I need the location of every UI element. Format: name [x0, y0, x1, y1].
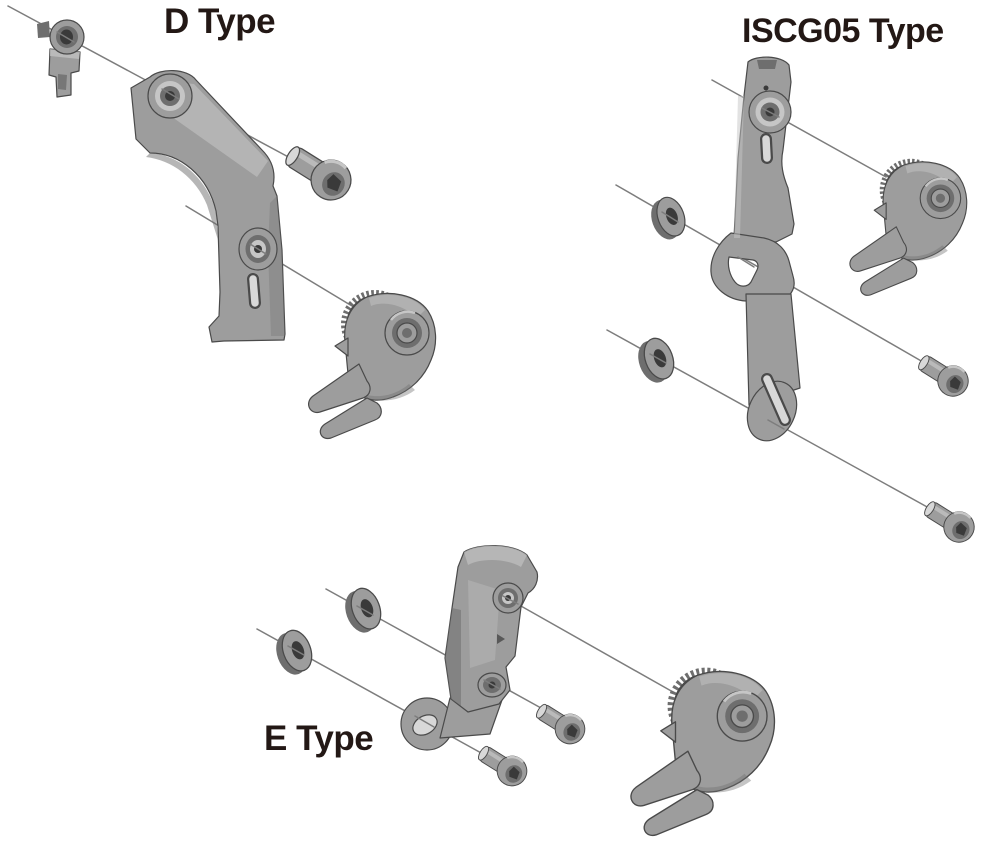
e-type-bracket [400, 544, 539, 751]
fixing-bolt [529, 695, 592, 751]
fixing-bolt [276, 135, 361, 210]
axis-line-overlays [56, 31, 267, 255]
axis-line-overlays [287, 595, 519, 728]
spacer-washer [645, 192, 692, 245]
section-label-d-type: D Type [164, 2, 276, 41]
front-derailleur-unit [309, 293, 436, 439]
fixing-bolt [911, 346, 976, 404]
spacer-washer [631, 333, 681, 388]
iscg05-assembly [606, 56, 982, 550]
front-derailleur-unit [850, 161, 967, 295]
spacer-washer [338, 583, 388, 638]
spacer-washer [269, 625, 319, 680]
d-mount-adapter [37, 19, 85, 98]
section-label-e-type: E Type [264, 719, 374, 758]
e-type-assembly [256, 544, 775, 836]
axis-line-overlays [649, 107, 785, 430]
d-type-assembly [7, 5, 436, 439]
iscg05-adapter-plate [710, 56, 801, 442]
fixing-bolt [917, 492, 982, 550]
section-label-iscg05-type: ISCG05 Type [742, 12, 944, 50]
d-type-bracket [130, 70, 286, 343]
front-derailleur-unit [631, 671, 775, 835]
fixing-bolt [471, 737, 534, 793]
